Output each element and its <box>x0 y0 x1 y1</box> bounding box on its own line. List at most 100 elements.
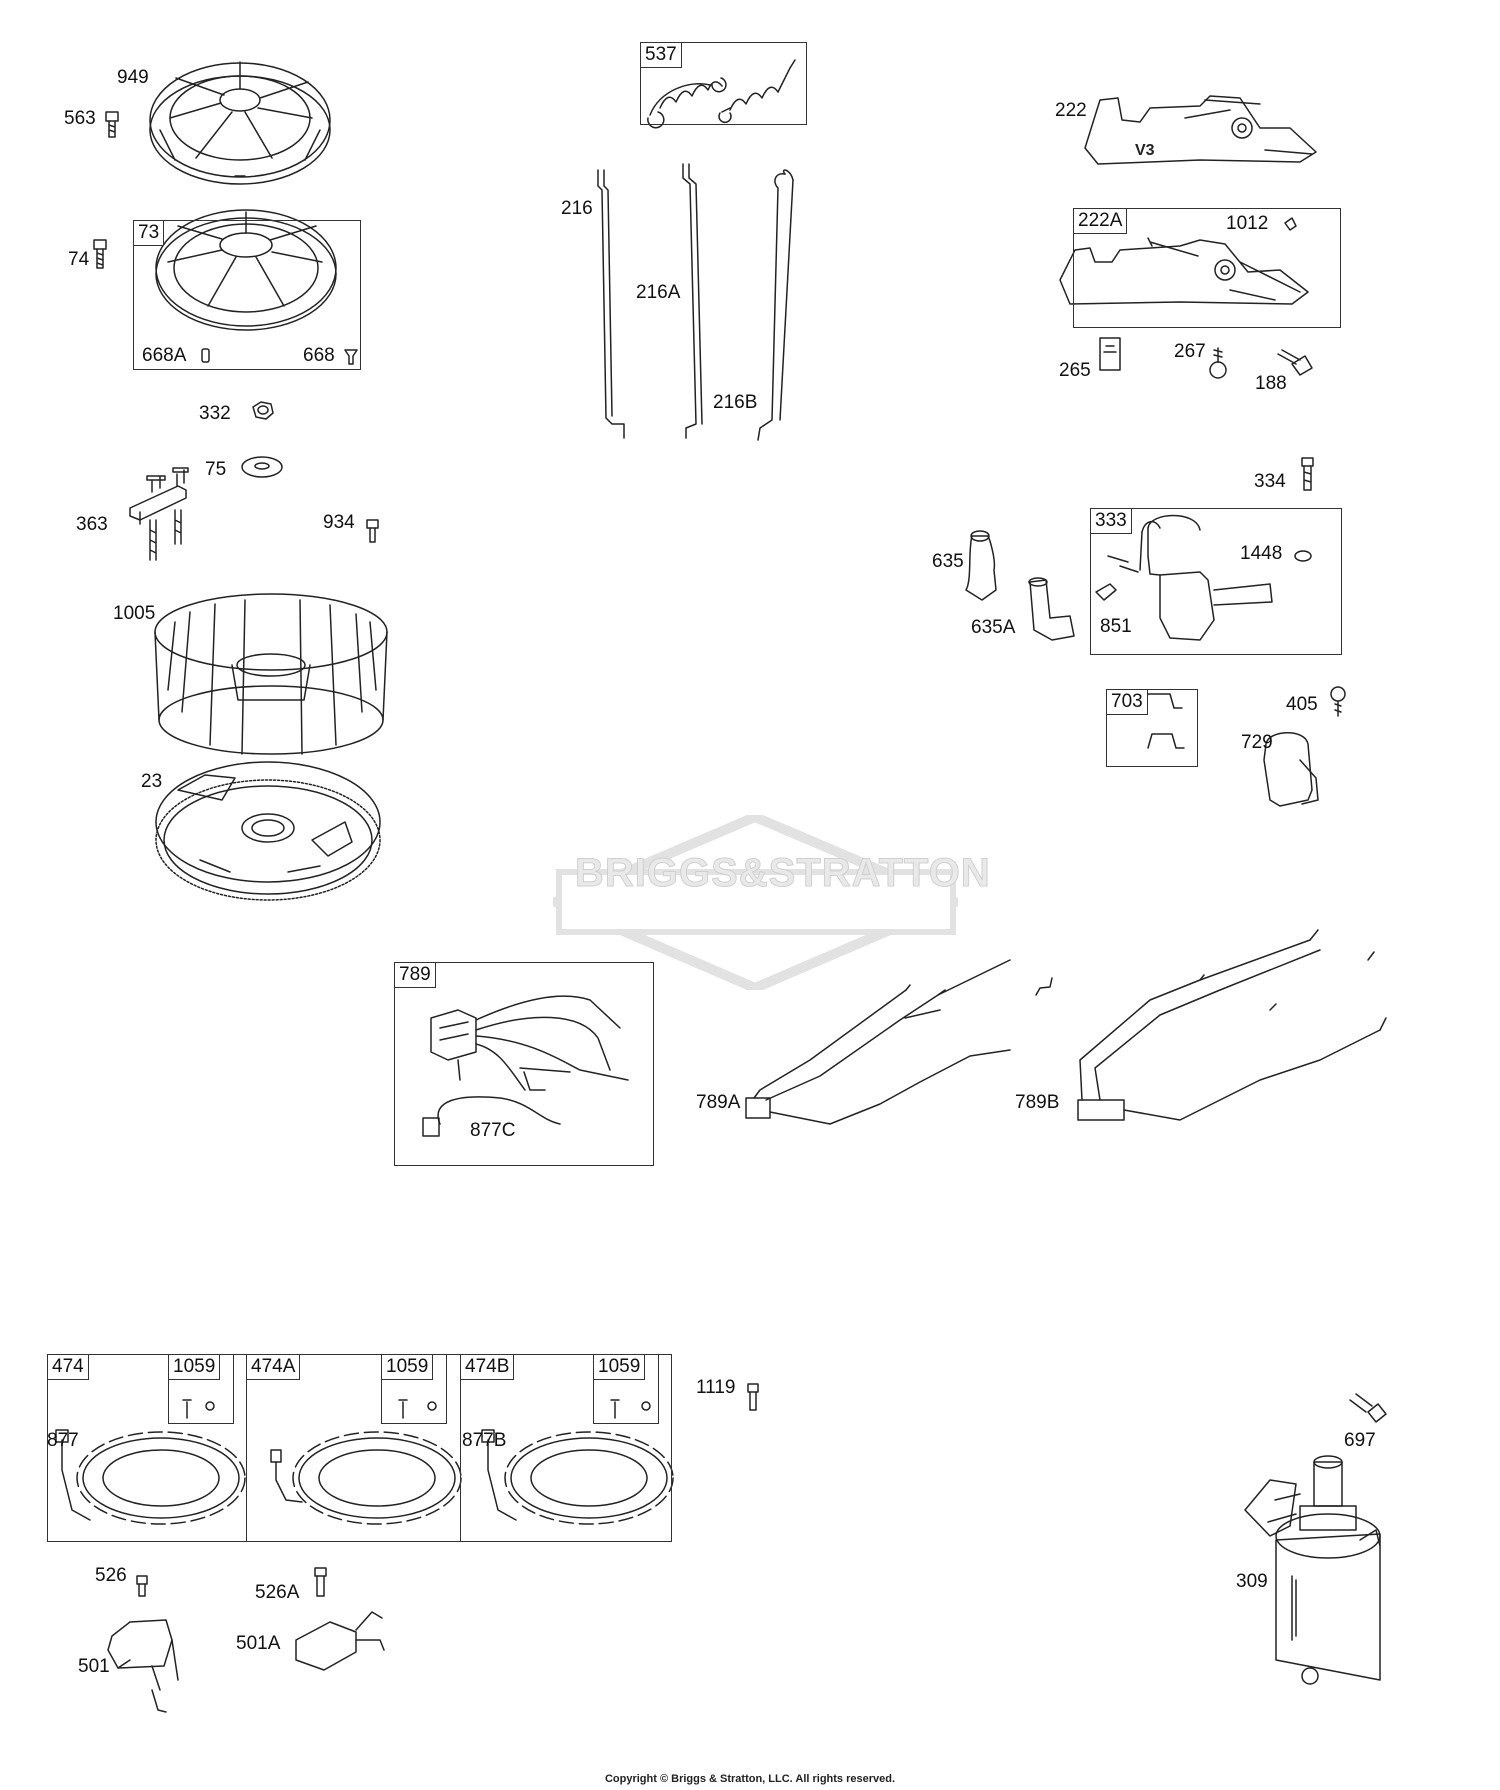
washer-75-drawing <box>241 456 283 478</box>
callout-668[interactable]: 668 <box>303 345 335 366</box>
harness-789-drawing <box>422 995 629 1137</box>
regulator-501-drawing <box>107 1619 179 1713</box>
armature-333-drawing <box>1095 514 1273 641</box>
kit-tag-1059-c[interactable]: 1059 <box>593 1354 646 1380</box>
kit-tag-1059-a[interactable]: 1059 <box>168 1354 221 1380</box>
callout-23[interactable]: 23 <box>141 771 163 792</box>
kit-box-222A <box>1073 208 1341 328</box>
callout-216B[interactable]: 216B <box>713 392 758 413</box>
kit-box-73 <box>133 220 361 370</box>
bolt-563-drawing <box>105 111 119 138</box>
springs-537-drawing <box>647 59 796 129</box>
callout-309[interactable]: 309 <box>1236 1571 1268 1592</box>
callout-216A[interactable]: 216A <box>636 282 681 303</box>
callout-877B[interactable]: 877B <box>462 1430 507 1451</box>
callout-1448[interactable]: 1448 <box>1240 543 1283 564</box>
callout-265[interactable]: 265 <box>1059 360 1091 381</box>
callout-563[interactable]: 563 <box>64 108 96 129</box>
callout-1119[interactable]: 1119 <box>696 1377 736 1398</box>
bolt-934-drawing <box>366 519 379 543</box>
regulator-501A-drawing <box>295 1611 385 1671</box>
kit-tag-333[interactable]: 333 <box>1090 508 1132 534</box>
harness-789A-drawing <box>745 959 1053 1125</box>
kit-tag-474[interactable]: 474 <box>47 1354 89 1380</box>
clip-265-detail <box>1103 345 1117 353</box>
callout-668A[interactable]: 668A <box>142 345 187 366</box>
starter-309-drawing <box>1244 1455 1381 1685</box>
callout-222[interactable]: 222 <box>1055 100 1087 121</box>
bolt-188-drawing <box>1277 349 1313 376</box>
callout-332[interactable]: 332 <box>199 403 231 424</box>
callout-729[interactable]: 729 <box>1241 732 1273 753</box>
control-bracket-222A-drawing <box>1059 217 1309 305</box>
stator-474B-drawing <box>481 1429 674 1525</box>
clip-265-drawing <box>1099 337 1121 371</box>
blower-housing-949-drawing <box>149 61 331 185</box>
stator-474-drawing <box>55 1429 246 1525</box>
kit-tag-222A[interactable]: 222A <box>1073 208 1128 234</box>
copyright-notice: Copyright © Briggs & Stratton, LLC. All … <box>604 1773 896 1785</box>
screw-405-drawing <box>1330 686 1346 717</box>
kit-tag-537[interactable]: 537 <box>640 42 682 68</box>
kit-tag-1059-b[interactable]: 1059 <box>381 1354 434 1380</box>
part-668-drawing <box>344 349 358 365</box>
callout-635[interactable]: 635 <box>932 551 964 572</box>
callout-1012[interactable]: 1012 <box>1226 213 1269 234</box>
part-668A-drawing <box>201 348 210 363</box>
kit-tag-73[interactable]: 73 <box>133 220 165 246</box>
callout-74[interactable]: 74 <box>68 249 90 270</box>
callout-1005[interactable]: 1005 <box>113 603 156 624</box>
harness-789B-drawing <box>1077 929 1387 1121</box>
bolt-697-drawing <box>1349 1393 1387 1423</box>
callout-216[interactable]: 216 <box>561 198 593 219</box>
callout-267[interactable]: 267 <box>1174 341 1206 362</box>
kit-tag-703[interactable]: 703 <box>1106 689 1148 715</box>
bolt-526A-drawing <box>314 1567 327 1597</box>
cover-729-drawing <box>1263 732 1319 807</box>
briggs-stratton-logo-watermark <box>553 815 958 990</box>
kit-tag-474A[interactable]: 474A <box>246 1354 301 1380</box>
callout-501A[interactable]: 501A <box>236 1633 281 1654</box>
kit-box-474B <box>460 1354 672 1542</box>
callout-789A[interactable]: 789A <box>696 1092 741 1113</box>
screws-1059-drawing <box>182 1399 651 1419</box>
control-bracket-222-drawing: V3 <box>1084 95 1317 165</box>
stator-474A-drawing <box>270 1431 462 1525</box>
callout-789B[interactable]: 789B <box>1015 1092 1060 1113</box>
nut-332-drawing <box>252 401 274 420</box>
callout-877C[interactable]: 877C <box>470 1120 516 1141</box>
kit-box-789 <box>394 962 654 1166</box>
callout-934[interactable]: 934 <box>323 512 355 533</box>
bolt-1119-drawing <box>747 1383 759 1411</box>
callout-363[interactable]: 363 <box>76 514 108 535</box>
boot-635-drawing <box>965 530 997 601</box>
flywheel-23-drawing <box>155 761 381 901</box>
callout-877[interactable]: 877 <box>47 1430 79 1451</box>
callout-188[interactable]: 188 <box>1255 373 1287 394</box>
bolt-74-drawing <box>93 239 107 269</box>
callout-334[interactable]: 334 <box>1254 471 1286 492</box>
kit-box-537 <box>640 42 807 125</box>
callout-405[interactable]: 405 <box>1286 694 1318 715</box>
fan-1005-drawing <box>154 593 388 755</box>
callout-949[interactable]: 949 <box>117 67 149 88</box>
kit-box-703 <box>1106 689 1198 767</box>
callout-635A[interactable]: 635A <box>971 617 1016 638</box>
kit-tag-474B[interactable]: 474B <box>460 1354 515 1380</box>
callout-697[interactable]: 697 <box>1344 1430 1376 1451</box>
rods-216-drawing <box>597 163 794 441</box>
callout-501[interactable]: 501 <box>78 1656 110 1677</box>
callout-851[interactable]: 851 <box>1100 616 1132 637</box>
screen-73-drawing <box>155 209 337 331</box>
kit-tag-789[interactable]: 789 <box>394 962 436 988</box>
callout-75[interactable]: 75 <box>205 459 227 480</box>
watermark-text: BRIGGS&STRATTON <box>575 851 991 896</box>
screw-267-drawing <box>1209 347 1227 379</box>
boot-635A-drawing <box>1028 577 1075 641</box>
callout-526[interactable]: 526 <box>95 1565 127 1586</box>
washer-1448-drawing <box>1294 550 1312 562</box>
bolt-526-drawing <box>136 1575 148 1597</box>
bracket-363-drawing <box>129 467 189 561</box>
callout-526A[interactable]: 526A <box>255 1582 300 1603</box>
